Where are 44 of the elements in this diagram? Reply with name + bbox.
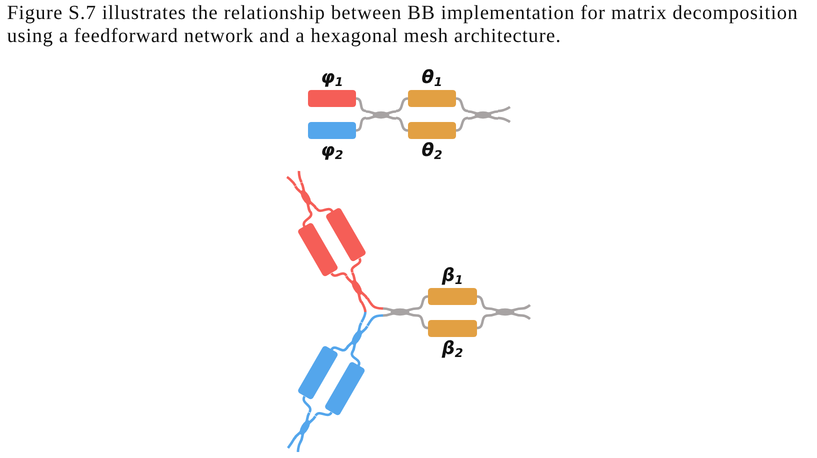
waveguide xyxy=(476,295,488,310)
waveguide xyxy=(302,396,312,413)
waveguide xyxy=(296,441,302,452)
waveguide xyxy=(522,314,531,320)
waveguide xyxy=(350,351,360,366)
waveguide xyxy=(476,314,488,330)
waveguide xyxy=(356,97,366,112)
phase-label: θ$_{2}$ xyxy=(422,141,442,161)
directional-coupler xyxy=(488,307,522,317)
waveguide xyxy=(456,97,468,112)
directional-coupler xyxy=(383,307,417,317)
waveguide xyxy=(356,116,366,132)
waveguide xyxy=(330,346,348,352)
directional-coupler xyxy=(345,322,369,352)
waveguide xyxy=(498,106,511,112)
waveguide xyxy=(416,314,428,330)
waveguide xyxy=(360,301,366,323)
waveguide xyxy=(522,304,531,310)
phase-label: β$_{2}$ xyxy=(442,338,464,358)
waveguide xyxy=(286,176,297,186)
waveguide xyxy=(330,272,348,277)
waveguide xyxy=(302,211,312,228)
phase-label: φ$_{2}$ xyxy=(320,141,344,161)
directional-coupler xyxy=(293,412,317,442)
directional-coupler xyxy=(468,110,498,120)
waveguide xyxy=(366,314,384,326)
waveguide xyxy=(316,207,334,212)
directional-coupler xyxy=(345,272,369,302)
waveguide xyxy=(396,116,408,132)
phase-label: θ$_{1}$ xyxy=(422,68,442,88)
waveguide xyxy=(396,97,408,112)
waveguide xyxy=(498,116,511,124)
waveguide xyxy=(416,295,428,310)
directional-coupler xyxy=(366,110,396,120)
waveguide xyxy=(456,116,468,132)
phase-label: β$_{1}$ xyxy=(442,266,464,286)
waveguide xyxy=(314,412,332,417)
waveguide xyxy=(287,438,296,449)
waveguide xyxy=(350,258,362,273)
caption: Figure S.7 illustrates the relationship between BB implementation for matrix decomposition using a feedforward network and a hexagonal mesh architecture. xyxy=(7,2,800,48)
waveguide xyxy=(366,298,384,310)
phase-label: φ$_{1}$ xyxy=(320,68,344,88)
directional-coupler xyxy=(294,182,318,212)
waveguide xyxy=(298,171,303,183)
